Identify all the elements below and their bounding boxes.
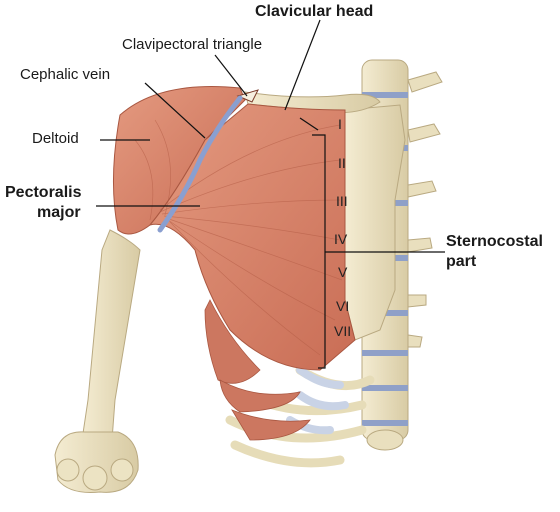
label-pectoralis-major-line1: Pectoralis [5, 184, 82, 201]
clavipectoral-triangle [236, 89, 259, 103]
rib-number-3: III [336, 193, 348, 209]
cephalic-vein [157, 95, 243, 233]
rib-number-7: VII [334, 323, 352, 339]
humerus [54, 229, 141, 493]
label-clavipectoral-triangle: Clavipectoral triangle [122, 36, 263, 53]
label-deltoid: Deltoid [32, 130, 79, 147]
label-clavicular-head: Clavicular head [255, 3, 374, 20]
rib-number-4: IV [334, 231, 348, 247]
serratus-muscle [204, 299, 311, 441]
rib-number-6: VI [336, 298, 350, 314]
label-sternocostal-line1: Sternocostal [446, 233, 543, 250]
label-pectoralis-major-line2: major [37, 204, 81, 221]
rib-number-2: II [338, 155, 346, 171]
leader-lines [96, 19, 445, 369]
label-cephalic-vein: Cephalic vein [20, 66, 111, 83]
rib-number-5: V [338, 264, 348, 280]
rib-number-1: I [338, 116, 342, 132]
label-sternocostal-line2: part [446, 253, 477, 270]
